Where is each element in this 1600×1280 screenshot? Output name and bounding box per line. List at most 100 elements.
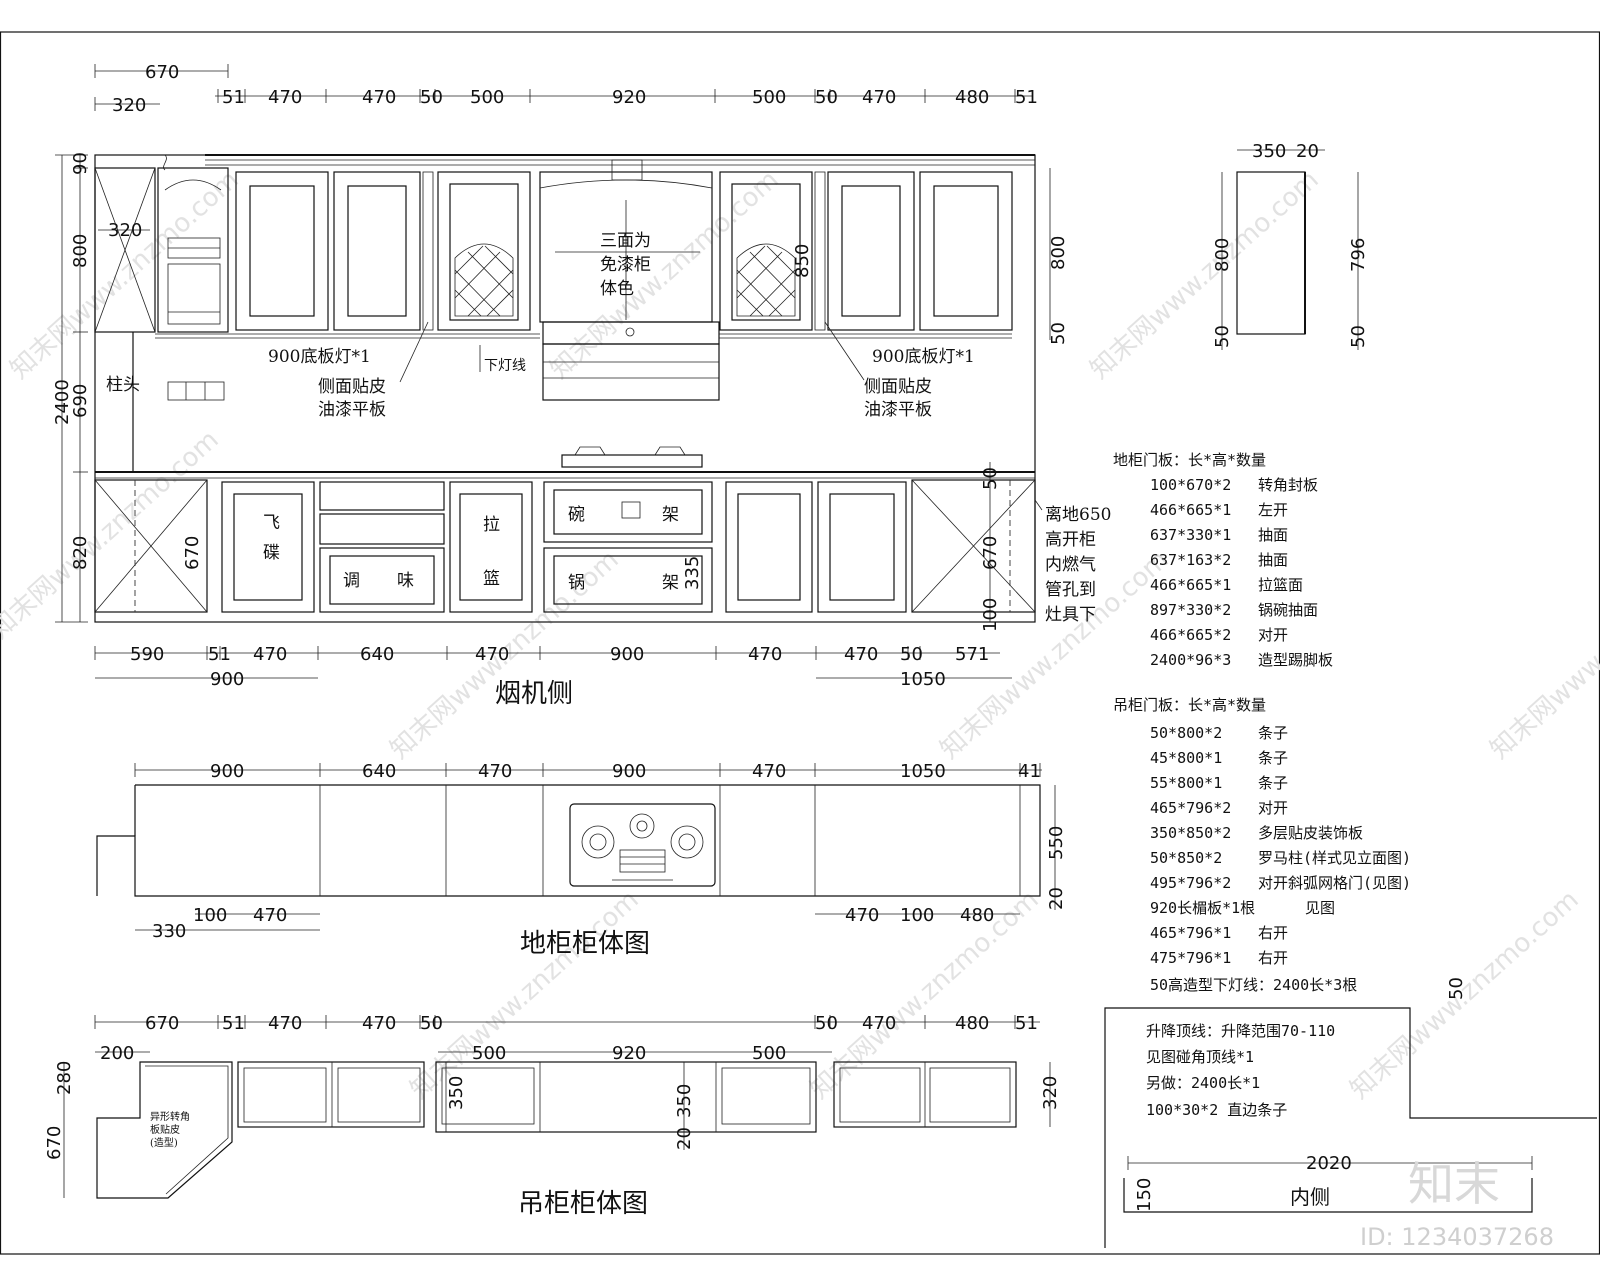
dim-label: 335	[682, 556, 703, 590]
base-door-size: 466*665*1	[1150, 501, 1231, 519]
dim-label: 20	[1296, 141, 1319, 162]
wall-door-size: 475*796*1	[1150, 949, 1231, 967]
dim-label: 796	[1348, 238, 1369, 272]
wall-door-desc: 对开斜弧网格门(见图)	[1258, 874, 1411, 892]
dim-label: 50	[420, 1013, 443, 1034]
dim-label: 500	[752, 87, 786, 108]
dim-label: 50	[815, 1013, 838, 1034]
wall-door-desc: 条子	[1258, 774, 1288, 792]
wall-door-size: 920长楣板*1根	[1150, 899, 1255, 917]
dim-label: 470	[268, 1013, 302, 1034]
door-label-char: 锅	[568, 573, 585, 593]
door-label-char: 架	[662, 573, 679, 593]
side-note-left-line: 侧面贴皮	[318, 377, 386, 397]
door-label-char: 拉	[483, 515, 500, 535]
dim-label: 20	[1046, 887, 1067, 910]
dim-label: 500	[472, 1043, 506, 1064]
dim-label: 350	[674, 1084, 695, 1118]
door-label-char: 碗	[568, 505, 585, 525]
dim-label: 900	[610, 644, 644, 665]
dim-label: 41	[1018, 761, 1041, 782]
dim-label: 100	[900, 905, 934, 926]
inner-detail: 2020 150 内侧	[1123, 1153, 1533, 1213]
dim-label: 500	[470, 87, 504, 108]
dim-label: 640	[360, 644, 394, 665]
down-light-label: 下灯线	[484, 358, 526, 374]
dim-label: 470	[844, 644, 878, 665]
base-door-desc: 拉篮面	[1258, 576, 1303, 594]
dim-label: 2400	[52, 379, 73, 425]
door-label-char: 调	[343, 571, 360, 591]
dim-label: 800	[1048, 236, 1069, 270]
wall-door-desc: 对开	[1258, 799, 1288, 817]
dim-label: 50	[900, 644, 923, 665]
wall-door-size: 45*800*1	[1150, 749, 1222, 767]
dim-label: 470	[478, 761, 512, 782]
gas-note-line: 灶具下	[1045, 605, 1096, 625]
corner-note-line: 板贴皮	[150, 1123, 180, 1136]
base-door-size: 897*330*2	[1150, 601, 1231, 619]
dim-label: 800	[1212, 238, 1233, 272]
dim-label: 90	[70, 152, 91, 175]
dim-label: 20	[674, 1127, 695, 1150]
wall-door-size: 350*850*2	[1150, 824, 1231, 842]
dim-label: 50	[1348, 325, 1369, 348]
watermark-text: 知末网www.znzmo.com	[5, 165, 245, 385]
wall-door-size: 495*796*2	[1150, 874, 1231, 892]
dim-label: 850	[792, 244, 813, 278]
hood-side-elevation: 90 800 2400 690 820 柱头 320	[52, 152, 1111, 709]
wall-door-desc: 右开	[1258, 924, 1288, 942]
dim-label: 50	[1212, 325, 1233, 348]
gas-note-line: 高开柜	[1045, 530, 1096, 550]
dim-label: 1050	[900, 669, 946, 690]
base-door-desc: 对开	[1258, 626, 1288, 644]
dim-label: 50	[1446, 977, 1467, 1000]
dim-label: 330	[152, 921, 186, 942]
corner-note-line: (造型)	[150, 1136, 178, 1149]
hood-side-title: 烟机侧	[495, 679, 573, 709]
wall-door-size: 50*850*2	[1150, 849, 1222, 867]
dim-label: 1050	[900, 761, 946, 782]
base-door-desc: 抽面	[1258, 526, 1288, 544]
paint-note-line: 免漆柜	[600, 255, 651, 275]
wall-door-size: 465*796*2	[1150, 799, 1231, 817]
brand-watermark: 知末	[1408, 1157, 1500, 1211]
base-door-size: 2400*96*3	[1150, 651, 1231, 669]
wall-doors-heading: 吊柜门板：长*高*数量	[1113, 696, 1266, 714]
wall-door-desc: 多层贴皮装饰板	[1258, 824, 1363, 842]
base-doors-list: 地柜门板：长*高*数量 100*670*2 转角封板 466*665*1 左开 …	[1113, 451, 1333, 669]
base-doors-heading: 地柜门板：长*高*数量	[1113, 451, 1266, 469]
dim-label: 470	[752, 761, 786, 782]
dim-label: 920	[612, 87, 646, 108]
dim-label: 550	[1046, 826, 1067, 860]
gas-note-line: 管孔到	[1045, 580, 1096, 600]
side-note-left-line: 油漆平板	[318, 400, 386, 420]
base-door-desc: 转角封板	[1258, 476, 1318, 494]
dim-label: 500	[752, 1043, 786, 1064]
dim-label: 470	[253, 905, 287, 926]
dim-label: 350	[446, 1076, 467, 1110]
dim-label: 50	[420, 87, 443, 108]
dim-label: 670	[44, 1126, 65, 1160]
dim-label: 150	[1134, 1178, 1155, 1212]
column-label: 柱头	[106, 375, 140, 395]
base-door-size: 100*670*2	[1150, 476, 1231, 494]
dim-label: 670	[980, 536, 1001, 570]
dim-label: 51	[222, 87, 245, 108]
wall-cabinet-plan: 670 51 470 470 50 50 470 480 51 200 500 …	[44, 1013, 1061, 1219]
dim-label: 470	[475, 644, 509, 665]
under-light-right-label: 900底板灯*1	[872, 347, 975, 367]
dim-label: 470	[362, 1013, 396, 1034]
corner-note-line: 异形转角	[150, 1110, 190, 1123]
dim-label: 51	[208, 644, 231, 665]
wall-body-title: 吊柜柜体图	[518, 1189, 648, 1219]
door-label-char: 碟	[263, 543, 280, 563]
base-door-size: 637*163*2	[1150, 551, 1231, 569]
wall-doors-list: 吊柜门板：长*高*数量 50*800*2 条子 45*800*1 条子 55*8…	[1113, 696, 1467, 1000]
wall-door-desc: 见图	[1305, 899, 1335, 917]
base-door-size: 466*665*1	[1150, 576, 1231, 594]
dim-label: 690	[70, 384, 91, 418]
paint-note-line: 体色	[600, 279, 634, 299]
dim-label: 820	[70, 536, 91, 570]
wall-door-last-line: 50高造型下灯线：2400长*3根	[1150, 976, 1357, 994]
